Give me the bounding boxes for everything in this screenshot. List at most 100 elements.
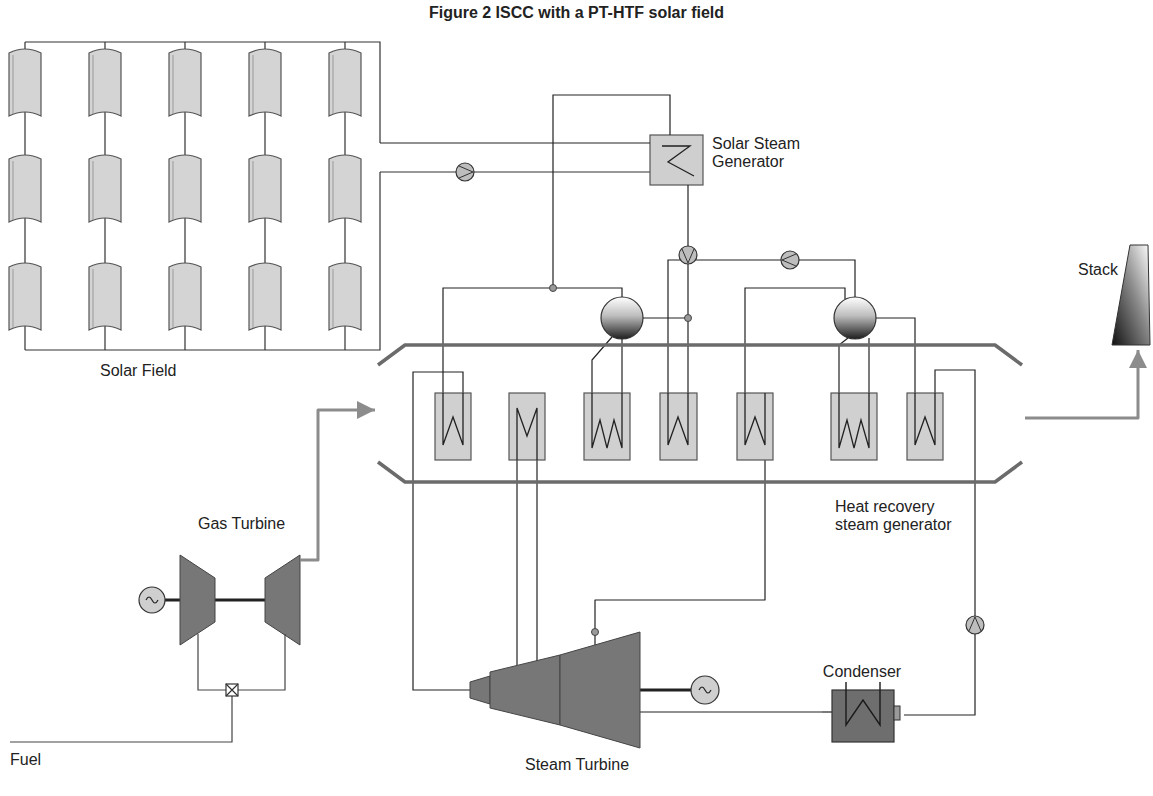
gas-turbine-symbol (10, 696, 232, 742)
pipe-connector (595, 540, 765, 620)
figure-title: Figure 2 ISCC with a PT-HTF solar field (0, 4, 1153, 22)
heat-exchangers (668, 393, 688, 445)
steam-turbine-symbol (699, 687, 711, 693)
solar-steam-generator: Solar Steam Generator (650, 130, 830, 190)
pump-symbol (966, 616, 984, 634)
condenser-symbol (832, 682, 900, 742)
component-label: Heat recovery steam generator (835, 498, 967, 535)
pipe-connector (380, 142, 650, 143)
parabolic-trough-collectors (169, 155, 201, 222)
steam-drums (834, 297, 876, 339)
parabolic-trough-collectors (9, 49, 41, 116)
heat-exchangers (443, 393, 463, 445)
gas-turbine-symbol (198, 634, 285, 690)
steam-turbine-symbol (470, 676, 490, 704)
junction-dot (550, 285, 557, 292)
component-label: Condenser (822, 663, 902, 681)
pump-symbol (679, 246, 697, 264)
gas-turbine-box: Gas Turbine (140, 512, 300, 652)
solar-field-piping (25, 42, 380, 143)
heat-exchangers (435, 393, 471, 460)
heat-exchangers (509, 393, 545, 460)
heat-exchangers (831, 393, 877, 460)
hrsg-duct (378, 462, 1022, 482)
heat-exchangers (517, 408, 537, 460)
parabolic-trough-collectors (329, 263, 361, 330)
component-label: Steam Turbine (525, 756, 645, 774)
gas-turbine-symbol (10, 555, 300, 742)
parabolic-trough-collectors (329, 49, 361, 116)
water-steam-piping (640, 711, 720, 712)
junction-dot (592, 629, 599, 636)
pipe-connector (904, 540, 975, 715)
parabolic-trough-collectors (169, 49, 201, 116)
heat-exchangers (435, 393, 943, 460)
heat-exchangers (660, 393, 697, 460)
steam-turbine-symbol (691, 676, 719, 704)
steam-drums (601, 297, 876, 339)
gas-turbine-symbol (226, 684, 238, 696)
solar-steam-generator (662, 146, 694, 176)
parabolic-trough-collectors (249, 263, 281, 330)
solar-steam-generator (650, 135, 703, 185)
parabolic-trough-collectors (329, 155, 361, 222)
parabolic-trough-collectors (169, 263, 201, 330)
pump-impeller (459, 166, 981, 631)
heat-exchangers (592, 393, 622, 448)
pump-symbol (456, 163, 984, 634)
parabolic-trough-collectors (9, 49, 361, 330)
pump-impeller (969, 617, 981, 631)
water-steam-piping (443, 288, 622, 393)
steam-turbine-box: Steam Turbine (440, 620, 720, 780)
condenser-symbol (832, 690, 894, 742)
hrsg-duct (378, 345, 1022, 482)
component-label: Solar Field (100, 362, 210, 380)
parabolic-trough-collectors (89, 263, 121, 330)
water-steam-piping (764, 460, 765, 540)
condenser-symbol (846, 682, 880, 725)
component-label: Solar Steam Generator (712, 135, 816, 172)
component-label: Gas Turbine (198, 515, 298, 533)
pump-symbol (456, 163, 474, 181)
water-steam-piping (822, 711, 832, 712)
gas-turbine-symbol (180, 555, 215, 645)
water-steam-piping (621, 339, 622, 393)
solar-field-piping (25, 42, 345, 350)
heat-exchangers (745, 393, 765, 445)
parabolic-trough-collectors (89, 49, 121, 116)
heat-exchangers (443, 393, 935, 460)
exhaust-gas-flow (300, 410, 375, 560)
pump-symbol (781, 251, 799, 269)
water-steam-piping (687, 185, 688, 190)
water-steam-piping (516, 460, 517, 665)
solar-field-piping (25, 172, 380, 350)
stream-label: Fuel (10, 751, 41, 769)
pump-impeller (682, 249, 694, 263)
water-steam-piping (536, 460, 537, 661)
heat-exchangers (737, 393, 773, 460)
heat-exchangers (915, 393, 935, 445)
heat-exchangers (584, 393, 630, 460)
steam-turbine-symbol (470, 632, 719, 748)
water-steam-piping (413, 372, 472, 690)
stack-symbol (1112, 245, 1150, 345)
pipe-connector (720, 711, 822, 712)
solar-field-piping (380, 171, 650, 172)
condenser-box: Condenser (822, 662, 904, 744)
gas-turbine-symbol (226, 684, 238, 696)
gas-turbine-symbol (139, 587, 165, 613)
hrsg-duct (378, 345, 1022, 365)
water-steam-piping (553, 95, 670, 288)
solar-field: Solar Field (5, 35, 380, 385)
parabolic-trough-collectors (89, 155, 121, 222)
parabolic-trough-collectors (249, 49, 281, 116)
steam-drums (601, 297, 643, 339)
parabolic-trough-collectors (249, 155, 281, 222)
pump-impeller (782, 254, 796, 266)
junction-dot (685, 315, 692, 322)
